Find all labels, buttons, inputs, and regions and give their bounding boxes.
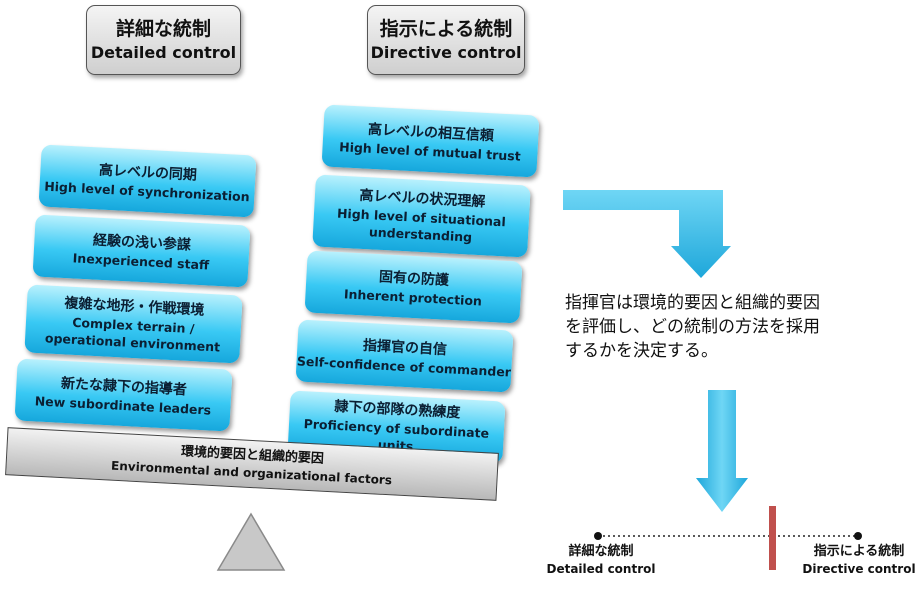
- factor-en: Inherent protection: [343, 285, 483, 309]
- decision-line: 指揮官は環境的要因と組織的要因: [565, 293, 820, 313]
- factor-inherent-protection: 固有の防護 Inherent protection: [304, 250, 523, 324]
- factor-new-leaders: 新たな隷下の指導者 New subordinate leaders: [14, 358, 233, 432]
- control-scale: [594, 506, 862, 570]
- scale-left-label: 詳細な統制 Detailed control: [542, 543, 660, 578]
- decision-line: するかを決定する。: [565, 341, 718, 361]
- scale-left-endpoint: [594, 532, 602, 540]
- decision-text: 指揮官は環境的要因と組織的要因 を評価し、どの統制の方法を採用 するかを決定する…: [565, 291, 910, 363]
- factor-inexperienced-staff: 経験の浅い参謀 Inexperienced staff: [32, 214, 251, 288]
- factor-commander-confidence: 指揮官の自信 Self-confidence of commander: [295, 319, 514, 393]
- fulcrum-triangle: [216, 512, 286, 571]
- decision-line: を評価し、どの統制の方法を採用: [565, 317, 820, 337]
- factor-synchronization: 高レベルの同期 High level of synchronization: [38, 144, 257, 218]
- header-en: Detailed control: [90, 43, 237, 62]
- scale-right-en: Directive control: [802, 562, 916, 576]
- scale-right-jp: 指示による統制: [813, 544, 905, 559]
- scale-left-en: Detailed control: [546, 562, 656, 576]
- scale-right-endpoint: [854, 532, 862, 540]
- factor-mutual-trust: 高レベルの相互信頼 High level of mutual trust: [321, 104, 540, 178]
- directive-control-header: 指示による統制 Directive control: [367, 5, 525, 75]
- header-en: Directive control: [370, 43, 522, 62]
- scale-right-label: 指示による統制 Directive control: [800, 543, 918, 578]
- scale-left-jp: 詳細な統制: [568, 544, 634, 559]
- factor-situational-understanding: 高レベルの状況理解 High level of situational unde…: [312, 174, 531, 258]
- scale-marker: [769, 506, 776, 570]
- factor-complex-terrain: 複雑な地形・作戦環境 Complex terrain / operational…: [24, 284, 243, 364]
- header-jp: 指示による統制: [379, 18, 513, 40]
- down-arrow-icon: [696, 390, 748, 512]
- header-jp: 詳細な統制: [115, 18, 211, 40]
- detailed-control-header: 詳細な統制 Detailed control: [86, 5, 241, 75]
- elbow-arrow-icon: [563, 190, 731, 278]
